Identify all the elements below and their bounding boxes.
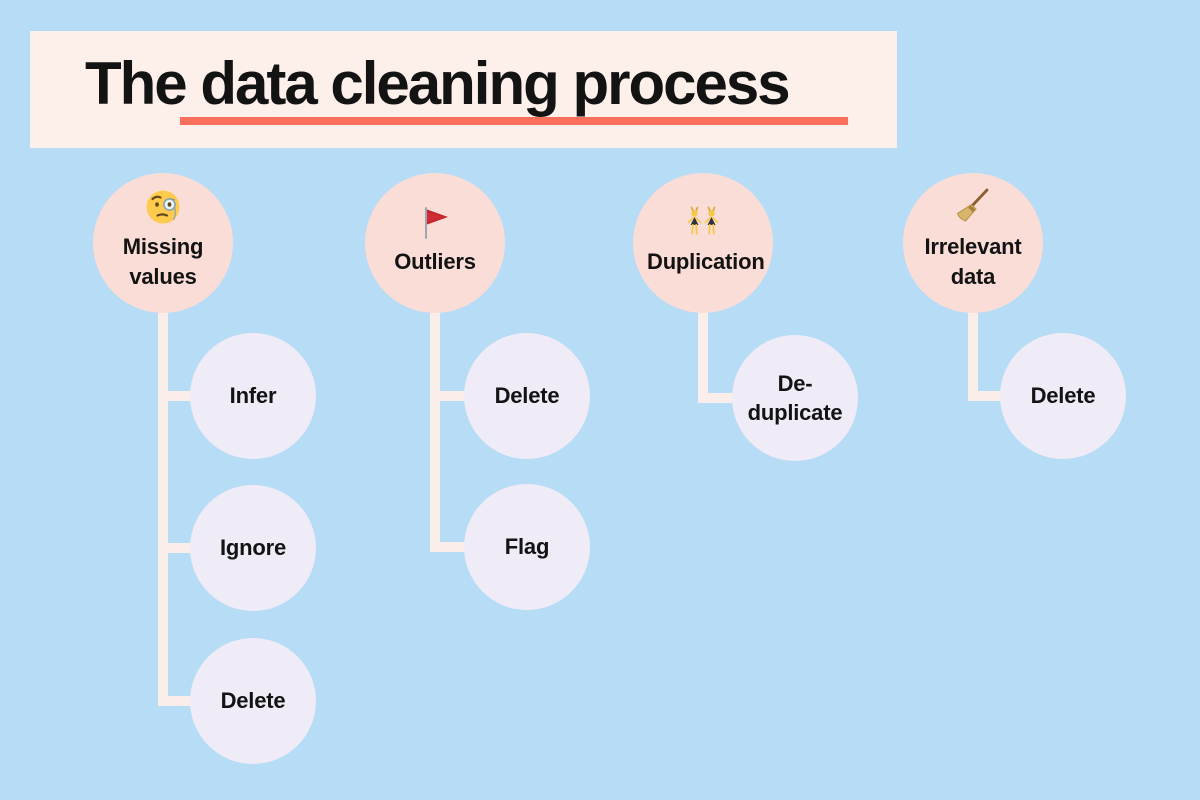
title-underline [180, 117, 848, 125]
connector-trunk-outliers [430, 305, 440, 552]
category-label: Duplication [647, 248, 765, 274]
category-label: Missing values [122, 234, 204, 289]
connector-trunk-irrelevant-data [968, 305, 978, 401]
broom-icon [953, 187, 993, 227]
option-flag: Flag [464, 484, 590, 610]
dancing-twins-icon [683, 202, 723, 242]
category-duplication: Duplication [633, 173, 773, 313]
category-outliers: Outliers [365, 173, 505, 313]
option-label: Flag [504, 534, 550, 560]
page-title: The data cleaning process [85, 50, 791, 117]
category-irrelevant-data: Irrelevant data [903, 173, 1043, 313]
triangular-red-flag-icon [416, 202, 454, 242]
option-delete-irrelevant: Delete [1000, 333, 1126, 459]
connector-trunk-missing-values [158, 305, 168, 706]
connector-branch-infer [158, 391, 204, 401]
option-infer: Infer [190, 333, 316, 459]
option-delete-missing: Delete [190, 638, 316, 764]
option-label: Delete [1030, 383, 1096, 409]
category-missing-values: Missing values [93, 173, 233, 313]
connector-trunk-duplication [698, 305, 708, 403]
connector-branch-delete-missing [158, 696, 204, 706]
option-label: Delete [220, 688, 286, 714]
connector-branch-delete-irrelevant [968, 391, 1014, 401]
connector-branch-flag [430, 542, 476, 552]
connector-branch-delete-outliers [430, 391, 476, 401]
face-with-monocle-icon [143, 187, 183, 227]
option-delete-outliers: Delete [464, 333, 590, 459]
connector-branch-de-duplicate [698, 393, 744, 403]
option-label: De-duplicate [747, 370, 843, 425]
category-label: Irrelevant data [924, 234, 1022, 289]
category-label: Outliers [394, 248, 476, 274]
title-banner: The data cleaning process [30, 31, 897, 148]
option-de-duplicate: De-duplicate [732, 335, 858, 461]
option-label: Delete [494, 383, 560, 409]
connector-branch-ignore [158, 543, 204, 553]
option-label: Infer [229, 383, 277, 409]
option-label: Ignore [219, 535, 287, 561]
option-ignore: Ignore [190, 485, 316, 611]
